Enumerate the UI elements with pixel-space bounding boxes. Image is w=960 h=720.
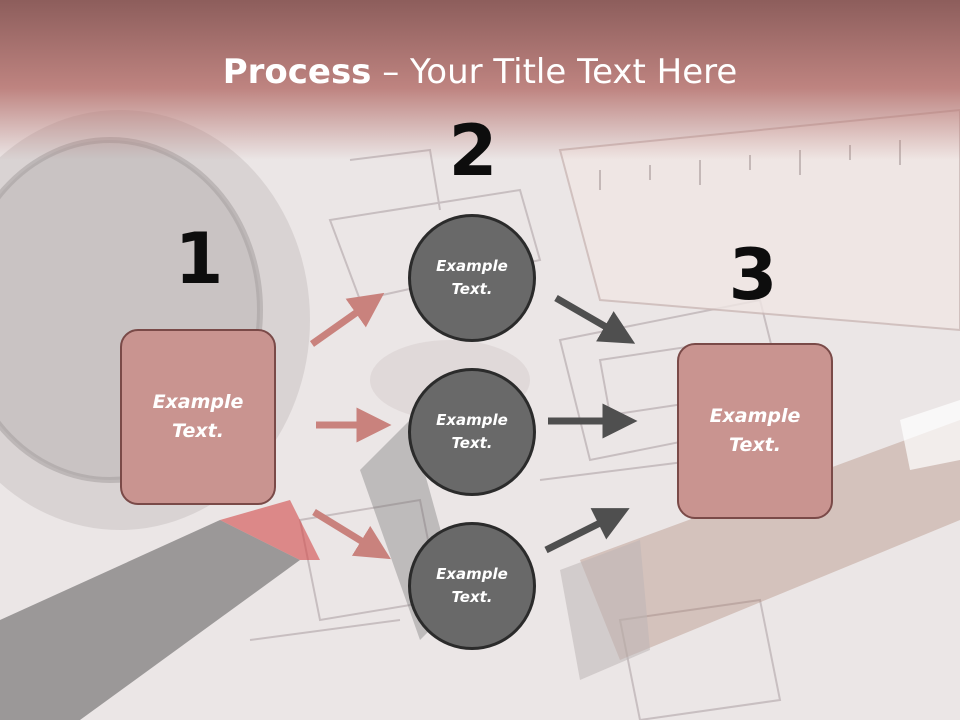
arrow-top-to-right	[554, 294, 636, 344]
circle-middle[interactable]: Example Text.	[408, 368, 536, 496]
arrow-bottom-to-right	[544, 508, 630, 554]
circle-middle-text: Example Text.	[436, 411, 508, 452]
slide-title: Process – Your Title Text Here	[0, 52, 960, 92]
arrow-left-to-top	[309, 292, 385, 347]
circle-bottom-text: Example Text.	[436, 565, 508, 606]
title-bold: Process	[222, 52, 372, 92]
step-number-2: 2	[448, 110, 498, 192]
step-box-right-text: Example Text.	[709, 405, 801, 456]
step-number-3: 3	[728, 234, 778, 316]
step-box-right[interactable]: Example Text.	[677, 343, 833, 519]
title-rest: – Your Title Text Here	[371, 52, 738, 92]
step-box-left-text: Example Text.	[152, 391, 244, 442]
circle-top[interactable]: Example Text.	[408, 214, 536, 342]
step-box-left[interactable]: Example Text.	[120, 329, 276, 505]
step-number-1: 1	[174, 218, 224, 300]
circle-bottom[interactable]: Example Text.	[408, 522, 536, 650]
circle-top-text: Example Text.	[436, 257, 508, 298]
title-band	[0, 0, 960, 160]
arrow-left-to-bottom	[312, 509, 391, 560]
